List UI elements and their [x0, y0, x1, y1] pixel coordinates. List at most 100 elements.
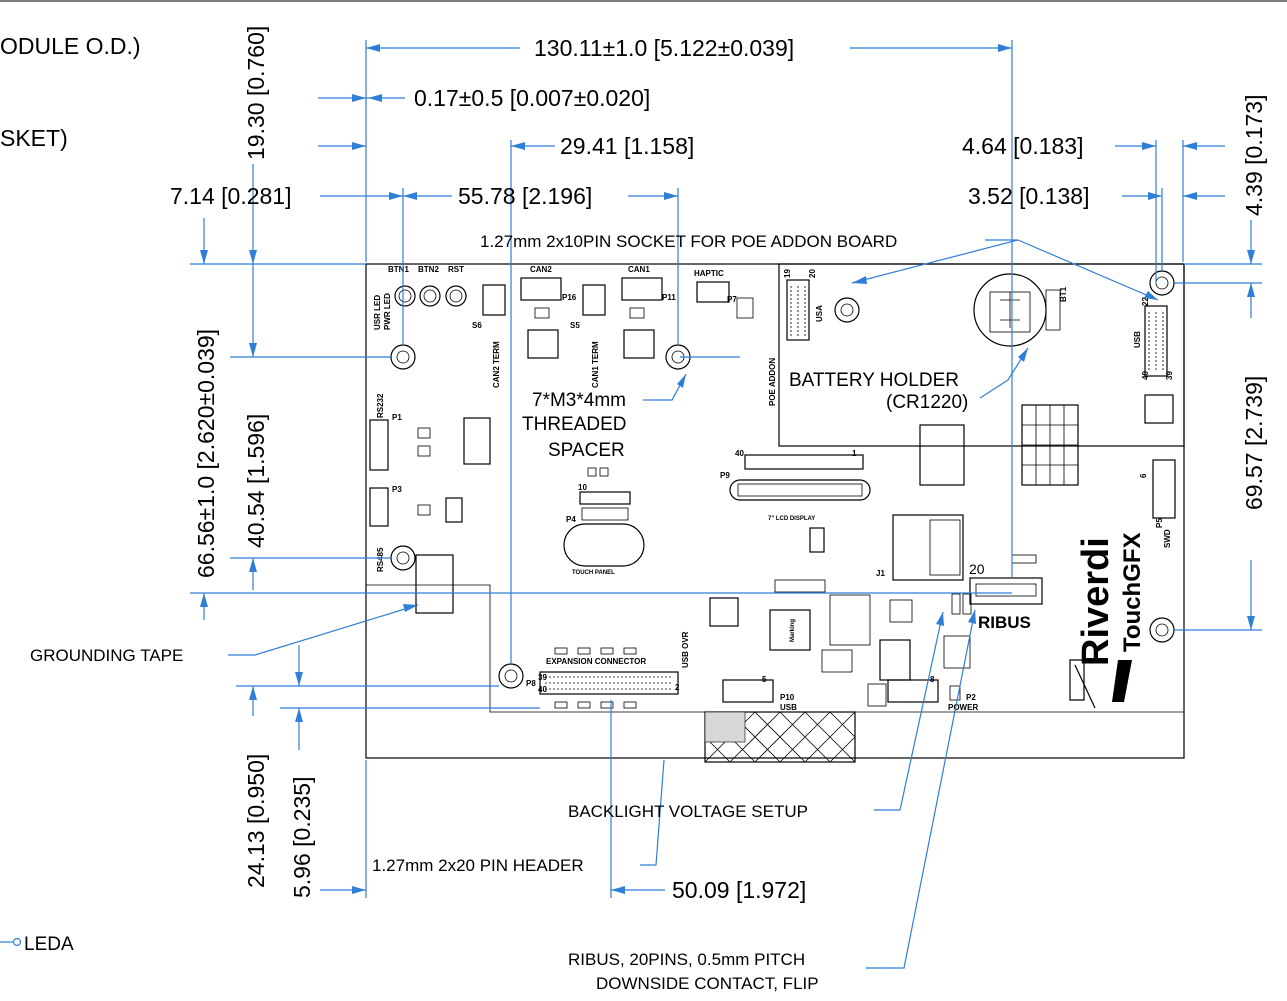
dim-40-54: 40.54 [1.596]	[243, 414, 269, 548]
label-pin-2: 2	[675, 683, 680, 692]
sd-card-inner	[929, 519, 961, 576]
poe-socket-pins	[790, 286, 806, 336]
connector-p10-usb	[722, 679, 774, 703]
text-module-od: ODULE O.D.)	[0, 33, 141, 59]
label-usa: USA	[815, 305, 824, 322]
label-s5: S5	[570, 321, 580, 330]
ribus-connector	[969, 577, 1043, 605]
callout-poe-socket: 1.27mm 2x10PIN SOCKET FOR POE ADDON BOAR…	[480, 232, 897, 251]
label-usb-poe: USB	[1133, 331, 1142, 348]
callout-ribus-1: RIBUS, 20PINS, 0.5mm PITCH	[568, 950, 805, 969]
label-rs485: RS485	[376, 547, 385, 572]
callout-battery-holder: BATTERY HOLDER	[789, 370, 959, 391]
small-component	[417, 504, 431, 516]
text-gasket: SKET)	[0, 125, 68, 151]
label-ribus: RIBUS	[978, 613, 1031, 632]
label-p1: P1	[392, 413, 402, 422]
fpc-tail	[704, 711, 856, 763]
small-component	[554, 647, 568, 655]
label-btn1: BTN1	[388, 265, 409, 274]
dim-7-14: 7.14 [0.281]	[170, 183, 292, 209]
rivierdi-logo-icon	[1069, 659, 1085, 701]
mounting-hole-icon	[1149, 617, 1175, 643]
dim-24-13: 24.13 [0.950]	[243, 754, 269, 888]
label-p2: P2	[966, 693, 976, 702]
dim-4-39: 4.39 [0.173]	[1241, 95, 1267, 217]
small-component	[1011, 554, 1037, 564]
small-component	[889, 599, 913, 623]
label-p3: P3	[392, 485, 402, 494]
label-swd: SWD	[1163, 529, 1172, 548]
label-j1: J1	[876, 569, 885, 578]
connector-can1	[621, 277, 663, 301]
small-component	[629, 307, 645, 319]
label-p5: P5	[1155, 518, 1164, 528]
label-pin-6: 6	[1139, 473, 1148, 478]
connector-p9-pins	[737, 483, 863, 497]
label-pin-40c: 40	[538, 685, 547, 694]
callout-pin-header: 1.27mm 2x20 PIN HEADER	[372, 856, 584, 875]
connector-can2	[520, 277, 562, 301]
label-poe-addon: POE ADDON	[768, 358, 777, 406]
dim-19-30: 19.30 [0.760]	[243, 26, 269, 160]
label-pin-19: 19	[783, 269, 792, 278]
small-component	[600, 647, 614, 655]
label-can2: CAN2	[530, 265, 552, 274]
touch-panel-pad	[563, 523, 645, 567]
label-pin-39: 39	[1165, 371, 1174, 380]
label-usr-led: USR LED	[373, 295, 382, 330]
label-pin-20: 20	[969, 561, 985, 577]
small-component	[577, 647, 591, 655]
poe-module-grid	[1022, 405, 1078, 485]
label-p4: P4	[566, 515, 576, 524]
small-component	[943, 635, 971, 669]
mounting-hole-icon	[498, 663, 524, 689]
sd-card-slot	[892, 514, 964, 581]
small-component	[417, 445, 431, 457]
label-can1: CAN1	[628, 265, 650, 274]
dim-69-57: 69.57 [2.739]	[1241, 376, 1267, 510]
small-component	[867, 683, 887, 707]
small-component	[809, 527, 825, 553]
small-component	[577, 701, 591, 709]
connector-p5	[1152, 459, 1176, 519]
connector-p9	[744, 454, 864, 470]
label-rs232: RS232	[376, 393, 385, 418]
button-icon	[394, 285, 416, 307]
battery-holder-icon	[973, 273, 1061, 347]
ic-ethernet	[1144, 394, 1174, 424]
small-component	[600, 701, 614, 709]
label-marking: Marking	[790, 619, 796, 642]
label-usb-ovr: USB OVR	[681, 631, 690, 668]
label-s6: S6	[472, 321, 482, 330]
small-component	[534, 307, 550, 319]
connector-p4	[579, 491, 631, 505]
dim-55-78: 55.78 [2.196]	[458, 183, 592, 209]
label-p11: P11	[662, 293, 676, 302]
small-component	[623, 647, 637, 655]
poe-socket-left	[786, 279, 810, 341]
switch-s5	[582, 284, 606, 316]
label-p10: P10	[780, 693, 795, 702]
label-bt1: BT1	[1059, 286, 1068, 302]
dim-29-41: 29.41 [1.158]	[560, 133, 694, 159]
label-p7: P7	[727, 295, 737, 304]
connector-p4-body	[581, 507, 629, 521]
board-notch	[366, 584, 1184, 713]
dim-overall-width: 130.11±1.0 [5.122±0.039]	[534, 35, 794, 61]
label-pin-40b: 40	[1141, 371, 1150, 380]
callout-ribus-2: DOWNSIDE CONTACT, FLIP	[596, 974, 819, 993]
small-component	[821, 649, 853, 673]
label-pin-22: 22	[1141, 297, 1150, 306]
switch-s6	[482, 284, 506, 316]
mounting-hole-icon	[390, 344, 416, 370]
backlight-jumper	[962, 593, 972, 615]
label-pin-1: 1	[852, 449, 857, 458]
connector-p3	[369, 487, 389, 527]
label-power: POWER	[948, 703, 978, 712]
rivierdi-logo-stroke	[1074, 664, 1096, 709]
connector-p9-body	[729, 479, 871, 501]
expansion-pins	[545, 676, 673, 690]
dimension-lines	[0, 40, 1262, 969]
